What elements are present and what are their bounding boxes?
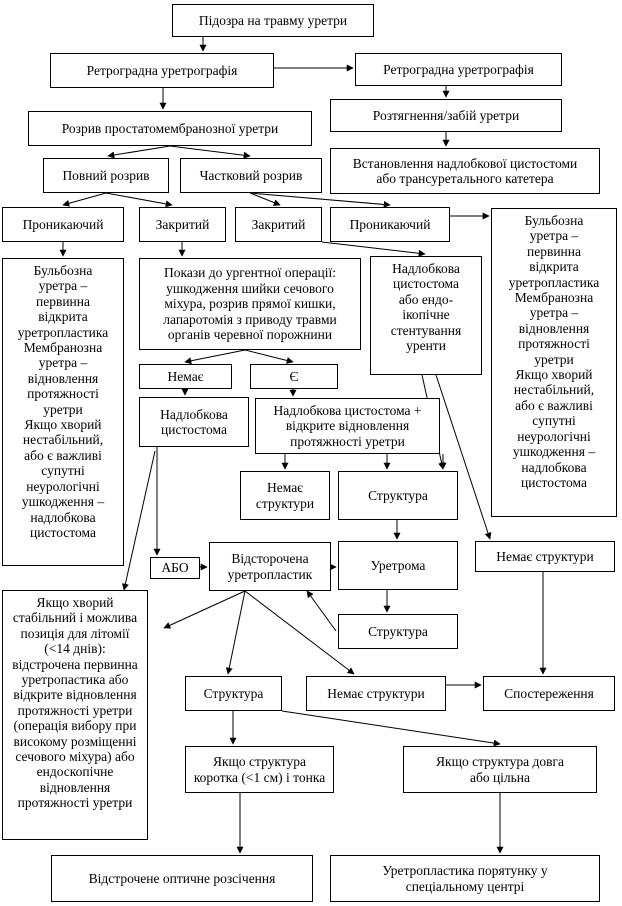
suprapubic-box: Надлобкова цистостома [139, 397, 249, 447]
connector-arrow-34 [306, 590, 337, 632]
rescue-urethroplasty-box: Уретропластика порятунку у спеціальному … [330, 855, 600, 902]
observation-box: Спостереження [483, 676, 615, 711]
retrograde-right-box: Ретроградна уретрографія [355, 53, 562, 86]
bulbous-right-box: Бульбозна уретра – первинна відкрита уре… [491, 208, 617, 517]
no-stricture-right-box: Немає структури [475, 541, 615, 572]
yes-box: Є [250, 364, 338, 389]
connector-arrow-11 [249, 192, 391, 208]
rupture-box: Розрив простатомембранозної уретри [28, 111, 312, 146]
full-rupture-box: Повний розрив [43, 158, 169, 193]
short-stricture-box: Якщо структура коротка (<1 см) і тонка [185, 746, 334, 793]
closed-right-box: Закритий [235, 207, 322, 242]
indications-box: Покази до ургентної операції: ушкодження… [139, 258, 361, 350]
closed-left-box: Закритий [139, 207, 226, 242]
no-stricture-bottom-box: Немає структури [306, 676, 446, 711]
suspicion-box: Підозра на травму уретри [172, 4, 374, 37]
connector-arrow-17 [244, 349, 294, 364]
stricture-bottom-box: Структура [185, 676, 282, 711]
suprapubic-endoscopic-box: Надлобкова цистостома або ендо- ікопічне… [370, 256, 482, 375]
connector-arrow-37 [244, 590, 355, 675]
long-stricture-box: Якщо структура довга або цільна [403, 746, 597, 793]
retrograde-left-box: Ретроградна уретрографія [50, 53, 274, 88]
no-stricture-small-box: Немає структури [240, 471, 330, 520]
connector-arrow-7 [169, 145, 251, 159]
connector-arrow-24 [435, 374, 492, 540]
cystostomy-install-box: Встановлення надлобкової цистостоми або … [330, 148, 600, 194]
connector-arrow-14 [321, 241, 426, 257]
optical-incision-box: Відстрочене оптичне розсічення [51, 855, 313, 902]
connector-arrow-10 [249, 192, 281, 206]
bulbous-left-box: Бульбозна уретра – первинна відкрита уре… [2, 258, 124, 566]
connector-arrow-40 [281, 710, 501, 747]
connector-arrow-6 [107, 145, 171, 159]
connector-arrow-9 [105, 192, 173, 208]
stricture-low-box: Структура [338, 614, 458, 649]
none-box: Немає [139, 364, 232, 389]
stretch-box: Розтягнення/забій уретри [330, 99, 562, 132]
suprapubic-open-box: Надлобкова цистостома + відкрите відновл… [255, 398, 440, 454]
penetrating-left-box: Проникаючий [2, 207, 124, 242]
connector-arrow-8 [62, 192, 107, 207]
delayed-urethroplasty-box: Відсторочена уретропластик [209, 542, 331, 591]
or-box: АБО [150, 557, 200, 579]
connector-arrow-35 [163, 590, 246, 629]
partial-rupture-box: Частковий розрив [180, 158, 322, 193]
connector-arrow-16 [184, 349, 246, 365]
stable-patient-box: Якщо хворий стабільний і можлива позиція… [2, 590, 148, 840]
penetrating-right-box: Проникаючий [330, 207, 450, 242]
connector-arrow-36 [225, 590, 246, 675]
connector-arrow-29 [121, 450, 156, 591]
urethroma-box: Уретрома [338, 541, 458, 590]
stricture-mid-box: Структура [338, 471, 458, 520]
